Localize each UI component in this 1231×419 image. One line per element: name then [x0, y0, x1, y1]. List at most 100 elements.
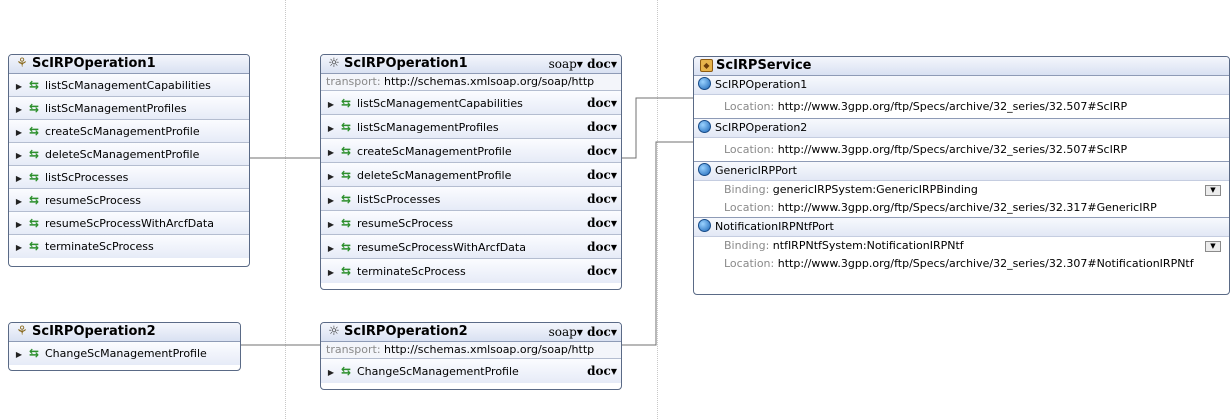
- operation-row[interactable]: ▶⇆listScProcesses: [9, 166, 249, 189]
- operation-row[interactable]: ▶⇆terminateScProcess: [9, 235, 249, 258]
- operation-row[interactable]: ▶⇆resumeScProcessWithArcfData: [9, 212, 249, 235]
- location-label: Location:: [724, 201, 775, 214]
- expand-triangle-icon[interactable]: ▶: [327, 148, 335, 157]
- binding-operation-row[interactable]: ▶ ⇆ resumeScProcessWithArcfData doc▼: [321, 235, 621, 259]
- binding-dropdown-button[interactable]: ▼: [1205, 185, 1221, 196]
- expand-triangle-icon[interactable]: ▶: [15, 151, 23, 160]
- operation-label: deleteScManagementProfile: [45, 148, 200, 161]
- service-port[interactable]: NotificationIRPNtfPort: [694, 217, 1229, 237]
- dropdown-triangle-icon[interactable]: ▼: [576, 328, 583, 337]
- expand-triangle-icon[interactable]: ▶: [15, 220, 23, 229]
- operation-use-select[interactable]: doc▼: [587, 359, 617, 383]
- dropdown-triangle-icon[interactable]: ▼: [610, 194, 617, 204]
- dropdown-triangle-icon[interactable]: ▼: [610, 98, 617, 108]
- port-globe-icon: [698, 120, 711, 133]
- operation-row[interactable]: ▶⇆listScManagementProfiles: [9, 97, 249, 120]
- expand-triangle-icon[interactable]: ▶: [327, 172, 335, 181]
- port-binding[interactable]: Binding: genericIRPSystem:GenericIRPBind…: [694, 181, 1229, 199]
- operation-use-select[interactable]: doc▼: [587, 139, 617, 163]
- binding-header[interactable]: ☼ScIRPOperation1 soap▼ doc▼: [321, 55, 621, 74]
- port-type-box-2[interactable]: ⚘ScIRPOperation2 ▶⇆ChangeScManagementPro…: [8, 322, 241, 371]
- location-value: http://www.3gpp.org/ftp/Specs/archive/32…: [777, 201, 1157, 214]
- binding-box-1[interactable]: ☼ScIRPOperation1 soap▼ doc▼ transport: h…: [320, 54, 622, 290]
- operation-row[interactable]: ▶⇆listScManagementCapabilities: [9, 74, 249, 97]
- expand-triangle-icon[interactable]: ▶: [15, 105, 23, 114]
- port-type-header[interactable]: ⚘ScIRPOperation1: [9, 55, 249, 74]
- service-port[interactable]: GenericIRPPort: [694, 161, 1229, 181]
- port-name: GenericIRPPort: [715, 164, 797, 177]
- binding-options[interactable]: soap▼ doc▼: [549, 323, 617, 342]
- operation-arrows-icon: ⇆: [340, 364, 352, 378]
- port-type-header[interactable]: ⚘ScIRPOperation2: [9, 323, 240, 342]
- service-port[interactable]: ScIRPOperation2: [694, 118, 1229, 138]
- expand-triangle-icon[interactable]: ▶: [327, 244, 335, 253]
- expand-triangle-icon[interactable]: ▶: [15, 174, 23, 183]
- dropdown-triangle-icon[interactable]: ▼: [610, 170, 617, 180]
- operation-label: deleteScManagementProfile: [357, 169, 512, 182]
- operation-use: doc: [587, 264, 611, 278]
- dropdown-triangle-icon[interactable]: ▼: [610, 266, 617, 276]
- operation-use-select[interactable]: doc▼: [587, 259, 617, 283]
- dropdown-triangle-icon[interactable]: ▼: [610, 122, 617, 132]
- port-name: NotificationIRPNtfPort: [715, 220, 834, 233]
- dropdown-triangle-icon[interactable]: ▼: [610, 218, 617, 228]
- binding-dropdown-button[interactable]: ▼: [1205, 241, 1221, 252]
- dropdown-triangle-icon[interactable]: ▼: [610, 242, 617, 252]
- service-header[interactable]: ◆ScIRPService: [694, 57, 1229, 76]
- operation-use: doc: [587, 144, 611, 158]
- binding-use: doc: [587, 325, 611, 339]
- operation-arrows-icon: ⇆: [340, 240, 352, 254]
- dropdown-triangle-icon[interactable]: ▼: [576, 60, 583, 69]
- expand-triangle-icon[interactable]: ▶: [15, 128, 23, 137]
- operation-row[interactable]: ▶⇆deleteScManagementProfile: [9, 143, 249, 166]
- operation-label: listScManagementCapabilities: [357, 97, 523, 110]
- operation-row[interactable]: ▶⇆ChangeScManagementProfile: [9, 342, 240, 365]
- port-location: Location: http://www.3gpp.org/ftp/Specs/…: [694, 138, 1229, 161]
- expand-triangle-icon[interactable]: ▶: [15, 82, 23, 91]
- binding-options[interactable]: soap▼ doc▼: [549, 55, 617, 74]
- operation-use-select[interactable]: doc▼: [587, 211, 617, 235]
- operation-use-select[interactable]: doc▼: [587, 235, 617, 259]
- connector-binding2-service: [620, 141, 693, 346]
- dropdown-triangle-icon[interactable]: ▼: [610, 366, 617, 376]
- expand-triangle-icon[interactable]: ▶: [15, 350, 23, 359]
- operation-use-select[interactable]: doc▼: [587, 115, 617, 139]
- operation-row[interactable]: ▶⇆createScManagementProfile: [9, 120, 249, 143]
- expand-triangle-icon[interactable]: ▶: [327, 368, 335, 377]
- expand-triangle-icon[interactable]: ▶: [327, 220, 335, 229]
- service-box[interactable]: ◆ScIRPService ScIRPOperation1 Location: …: [693, 56, 1230, 295]
- expand-triangle-icon[interactable]: ▶: [15, 243, 23, 252]
- binding-title: ScIRPOperation1: [344, 56, 468, 71]
- expand-triangle-icon[interactable]: ▶: [327, 100, 335, 109]
- operation-row[interactable]: ▶⇆resumeScProcess: [9, 189, 249, 212]
- binding-header[interactable]: ☼ScIRPOperation2 soap▼ doc▼: [321, 323, 621, 342]
- port-type-box-1[interactable]: ⚘ScIRPOperation1 ▶⇆listScManagementCapab…: [8, 54, 250, 267]
- operation-label: resumeScProcessWithArcfData: [357, 241, 526, 254]
- operation-arrows-icon: ⇆: [28, 193, 40, 207]
- operation-arrows-icon: ⇆: [28, 346, 40, 360]
- service-port[interactable]: ScIRPOperation1: [694, 76, 1229, 95]
- operation-arrows-icon: ⇆: [28, 101, 40, 115]
- operation-use-select[interactable]: doc▼: [587, 91, 617, 115]
- expand-triangle-icon[interactable]: ▶: [327, 196, 335, 205]
- port-binding[interactable]: Binding: ntfIRPNtfSystem:NotificationIRP…: [694, 237, 1229, 255]
- expand-triangle-icon[interactable]: ▶: [327, 124, 335, 133]
- expand-triangle-icon[interactable]: ▶: [327, 268, 335, 277]
- dropdown-triangle-icon[interactable]: ▼: [610, 146, 617, 156]
- operation-use-select[interactable]: doc▼: [587, 187, 617, 211]
- expand-triangle-icon[interactable]: ▶: [15, 197, 23, 206]
- operation-use-select[interactable]: doc▼: [587, 163, 617, 187]
- binding-box-2[interactable]: ☼ScIRPOperation2 soap▼ doc▼ transport: h…: [320, 322, 622, 390]
- port-type-icon: ⚘: [16, 56, 28, 71]
- dropdown-triangle-icon[interactable]: ▼: [610, 60, 617, 69]
- location-value: http://www.3gpp.org/ftp/Specs/archive/32…: [777, 100, 1128, 113]
- dropdown-triangle-icon[interactable]: ▼: [610, 328, 617, 337]
